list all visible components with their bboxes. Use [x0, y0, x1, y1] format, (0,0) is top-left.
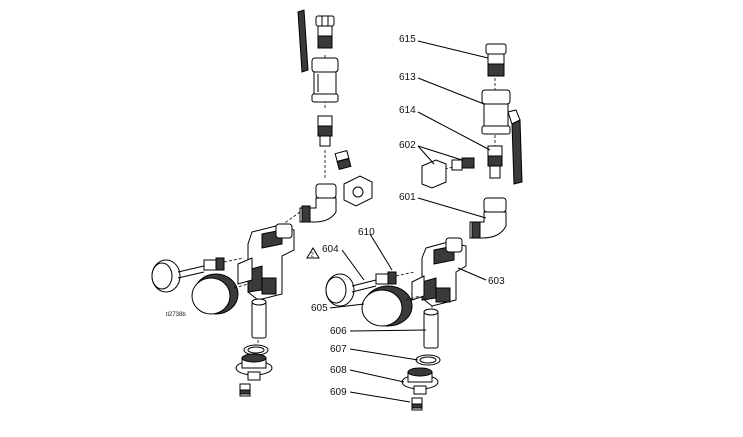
right-filter-block [421, 159, 447, 189]
left-small-fitting [334, 149, 352, 171]
callout-602: 602 [399, 140, 416, 151]
left-nipple [317, 115, 333, 147]
left-o-ring [243, 344, 269, 356]
callout-601: 601 [399, 192, 416, 203]
callout-604: 604 [322, 244, 339, 255]
left-tube [251, 298, 267, 339]
left-ball-valve [297, 9, 339, 103]
callout-608: 608 [330, 365, 347, 376]
right-o-ring [415, 354, 441, 366]
warning-triangle-icon: 2 [306, 247, 320, 259]
left-filter-block [343, 175, 373, 207]
callout-615: 615 [399, 34, 416, 45]
right-manifold-body [411, 237, 467, 307]
left-elbow [299, 183, 337, 223]
right-nipple [487, 145, 503, 179]
left-plug [239, 383, 251, 397]
left-gauge-stem [151, 257, 245, 293]
left-pressure-gauge [191, 273, 249, 315]
right-swivel-fitting [485, 43, 507, 77]
right-elbow [469, 197, 507, 239]
right-assembly: 2 615 613 614 602 601 610 604 603 605 [306, 34, 523, 411]
left-flange-fitting [235, 353, 273, 381]
right-ball-valve [481, 89, 523, 185]
callout-614: 614 [399, 105, 416, 116]
left-centerline-elbow [281, 211, 301, 226]
right-small-fitting [451, 157, 475, 171]
left-manifold-body [237, 223, 295, 301]
right-plug [411, 397, 423, 411]
right-tube [423, 308, 439, 349]
callout-606: 606 [330, 326, 347, 337]
callout-leaders [329, 40, 491, 403]
callout-605: 605 [311, 303, 328, 314]
warning-number: 2 [311, 253, 315, 259]
right-pressure-gauge [361, 285, 421, 327]
right-flange-fitting [401, 367, 439, 395]
callout-609: 609 [330, 387, 347, 398]
drawing-id-label: ti2738b [166, 312, 186, 318]
left-assembly: ti2738b [151, 9, 373, 397]
right-gauge-stem [325, 271, 415, 307]
callout-613: 613 [399, 72, 416, 83]
left-swivel-fitting [315, 15, 335, 49]
callout-607: 607 [330, 344, 347, 355]
callout-610: 610 [358, 227, 375, 238]
callout-603: 603 [488, 276, 505, 287]
